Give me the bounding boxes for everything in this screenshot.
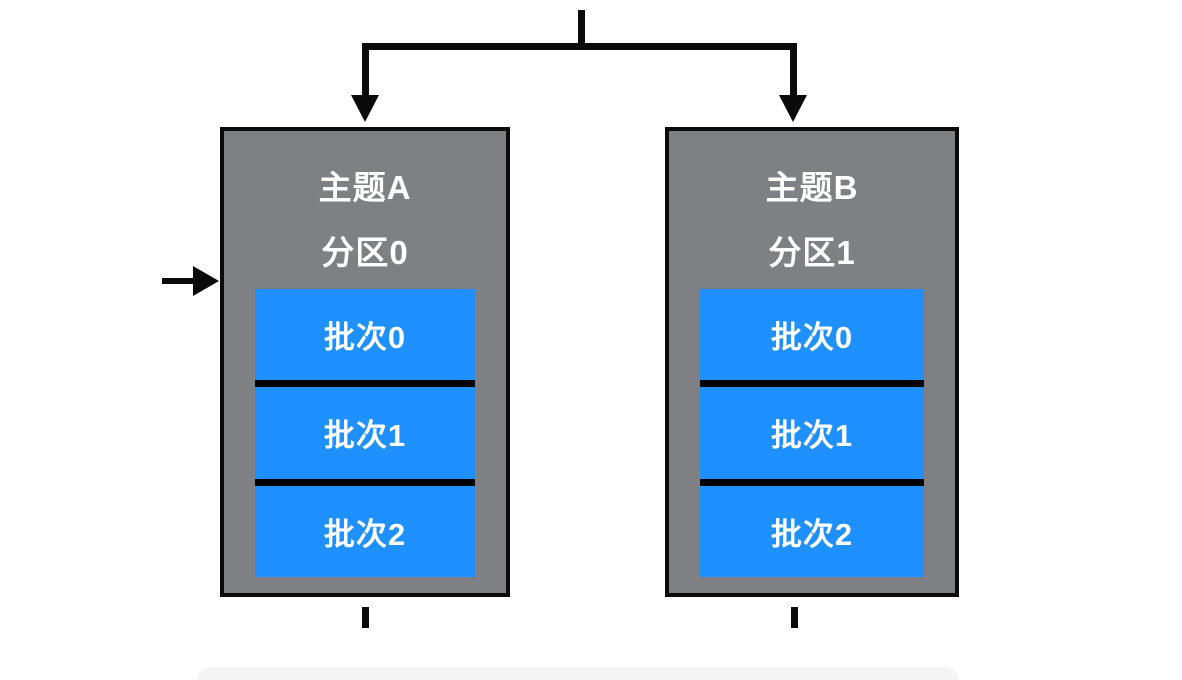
bottom-panel [198, 667, 958, 680]
continuation-tick-right [791, 607, 798, 628]
branch-stub-line [578, 10, 585, 50]
partition-box-a: 主题A 分区0 批次0 批次1 批次2 [220, 127, 510, 597]
arrow-right-inbound-icon [193, 266, 219, 296]
inbound-arrow-line [162, 278, 196, 284]
batch-separator [255, 380, 475, 388]
batch-separator [255, 478, 475, 486]
partition-label: 分区0 [321, 234, 409, 271]
batch-stack: 批次0 批次1 批次2 [255, 289, 475, 577]
continuation-tick-left [362, 607, 369, 628]
batch-item: 批次0 [700, 289, 924, 381]
partition-box-b: 主题B 分区1 批次0 批次1 批次2 [665, 127, 959, 597]
branch-right-drop-line [790, 43, 797, 97]
branch-left-drop-line [362, 43, 369, 97]
topic-label: 主题A [318, 169, 412, 206]
batch-stack: 批次0 批次1 批次2 [700, 289, 924, 577]
arrow-down-right-icon [779, 95, 807, 122]
batch-item: 批次1 [255, 387, 475, 479]
batch-item: 批次2 [700, 485, 924, 577]
arrow-down-left-icon [351, 95, 379, 122]
batch-separator [700, 478, 924, 486]
batch-separator [700, 380, 924, 388]
topic-label: 主题B [765, 169, 859, 206]
batch-item: 批次1 [700, 387, 924, 479]
batch-item: 批次2 [255, 485, 475, 577]
partition-label: 分区1 [768, 234, 856, 271]
batch-item: 批次0 [255, 289, 475, 381]
branch-horizontal-line [362, 43, 797, 50]
